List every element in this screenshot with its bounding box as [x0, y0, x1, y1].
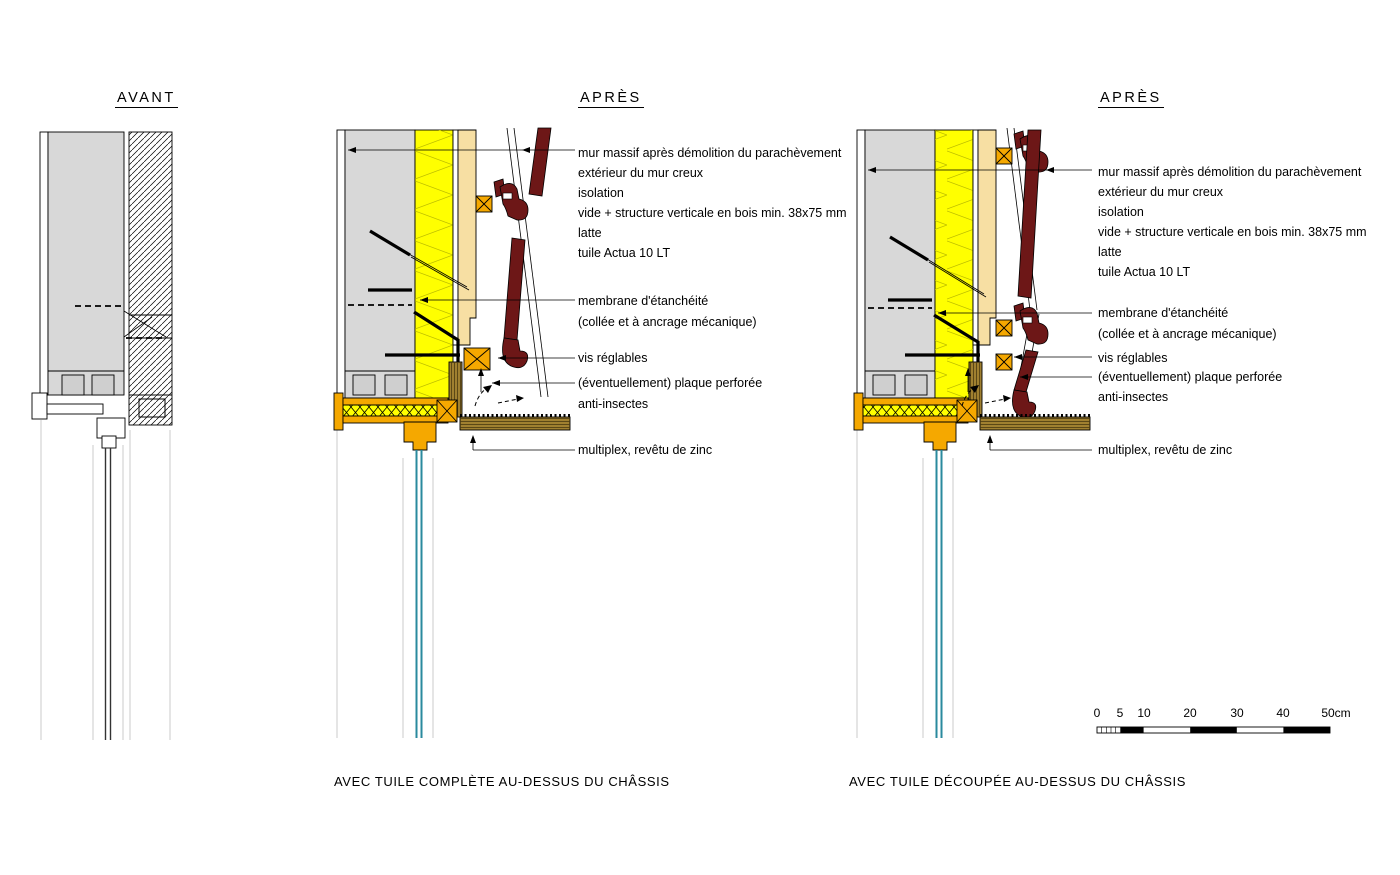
title-apres-left: APRÈS	[578, 90, 644, 108]
label-mur-creux: extérieur du mur creux	[1098, 185, 1224, 199]
mid-plaque-label: (éventuellement) plaque perforée anti-in…	[578, 376, 763, 411]
label-isolation: isolation	[1098, 205, 1144, 219]
mid-tile-plane-lines	[506, 127, 549, 398]
avant-window-frame	[31, 392, 126, 449]
label-tuile: tuile Actua 10 LT	[1098, 265, 1191, 279]
right-roof-tile-upper	[1017, 129, 1042, 299]
avant-brick-leaf	[128, 131, 173, 426]
label-mur-massif: mur massif après démolition du parachève…	[578, 146, 842, 160]
avant-drawing	[31, 131, 173, 740]
caption-tuile-complete: AVEC TUILE COMPLÈTE AU-DESSUS DU CHÂSSIS	[334, 774, 670, 789]
apres-decoupee-drawing	[853, 127, 1092, 738]
avant-plaster-edge	[39, 131, 49, 396]
scale-label-0: 0	[1093, 706, 1101, 720]
mid-multiplex-board	[459, 414, 571, 431]
mid-insulation-layer	[414, 129, 454, 399]
mid-leader-lines	[348, 147, 575, 451]
right-plaster-edge	[856, 129, 866, 399]
mid-anchors-and-membrane	[348, 229, 470, 362]
mid-ventilation-arrows	[474, 368, 524, 407]
scale-label-50cm: 50cm	[1321, 706, 1351, 720]
mid-wood-structure	[457, 129, 477, 346]
right-lintel-block	[872, 374, 896, 396]
right-latte-hook-lower	[995, 302, 1049, 345]
right-sill-assembly	[853, 392, 978, 431]
right-layer-labels: mur massif après démolition du parachève…	[1098, 162, 1367, 282]
right-masonry-wall	[864, 129, 936, 399]
mid-vis-label: vis réglables	[578, 351, 648, 365]
label-mur-massif: mur massif après démolition du parachève…	[1098, 165, 1362, 179]
mid-window-glass	[415, 450, 423, 738]
right-vis-reglables-box	[995, 353, 1013, 371]
title-avant: AVANT	[115, 90, 178, 108]
mid-sill-assembly	[333, 392, 458, 431]
mid-layer-labels: mur massif après démolition du parachève…	[578, 143, 847, 263]
mid-lintel-block	[384, 374, 408, 396]
scale-bar-graphic	[1096, 726, 1331, 734]
scale-label-5: 5	[1116, 706, 1124, 720]
label-isolation: isolation	[578, 186, 624, 200]
mid-faint-projection-lines	[336, 430, 434, 738]
mid-masonry-wall	[344, 129, 416, 399]
title-apres-right: APRÈS	[1098, 90, 1164, 108]
avant-faint-projection-lines	[40, 420, 171, 740]
mid-membrane-label: membrane d'étanchéité (collée et à ancra…	[578, 294, 757, 329]
scale-label-10: 10	[1137, 706, 1151, 720]
scale-label-20: 20	[1183, 706, 1197, 720]
right-plaque-label: (éventuellement) plaque perforée anti-in…	[1098, 370, 1283, 404]
mid-vis-reglables-box	[463, 347, 491, 371]
avant-lintel-block	[61, 374, 85, 396]
right-multiplex-label: multiplex, revêtu de zinc	[1098, 443, 1233, 457]
right-ventilation-arrows	[961, 368, 1011, 407]
label-latte: latte	[1098, 245, 1122, 259]
right-lintel-block	[904, 374, 928, 396]
label-structure-bois: vide + structure verticale en bois min. …	[578, 206, 847, 220]
mid-window-head-frame	[403, 421, 437, 451]
avant-lintel-block	[91, 374, 115, 396]
scale-bar: 0 5 10 20 30 40 50cm	[1090, 706, 1351, 738]
mid-plaster-edge	[336, 129, 346, 399]
label-structure-bois: vide + structure verticale en bois min. …	[1098, 225, 1367, 239]
right-leader-lines	[868, 167, 1092, 451]
right-window-head-frame	[923, 421, 957, 451]
scale-label-40: 40	[1276, 706, 1290, 720]
right-faint-projection-lines	[856, 430, 954, 738]
right-anchors-and-membrane	[868, 235, 987, 362]
right-window-glass	[935, 450, 943, 738]
mid-roof-tile	[502, 127, 552, 369]
mid-lintel-block	[352, 374, 376, 396]
label-latte: latte	[578, 226, 602, 240]
avant-window-glass	[104, 448, 112, 740]
label-mur-creux: extérieur du mur creux	[578, 166, 704, 180]
avant-masonry-wall	[47, 131, 125, 396]
caption-tuile-decoupee: AVEC TUILE DÉCOUPÉE AU-DESSUS DU CHÂSSIS	[849, 774, 1187, 789]
right-membrane-label: membrane d'étanchéité (collée et à ancra…	[1098, 306, 1277, 341]
mid-air-gap	[452, 129, 459, 346]
scale-label-30: 30	[1230, 706, 1244, 720]
apres-complete-drawing	[333, 127, 575, 738]
label-tuile: tuile Actua 10 LT	[578, 246, 671, 260]
right-multiplex-board	[979, 414, 1091, 431]
mid-latte-hook	[475, 178, 529, 221]
avant-wall-anchor	[75, 305, 167, 339]
right-roof-tile-cut	[1012, 349, 1039, 419]
mid-multiplex-label: multiplex, revêtu de zinc	[578, 443, 713, 457]
right-vis-label: vis réglables	[1098, 351, 1168, 365]
